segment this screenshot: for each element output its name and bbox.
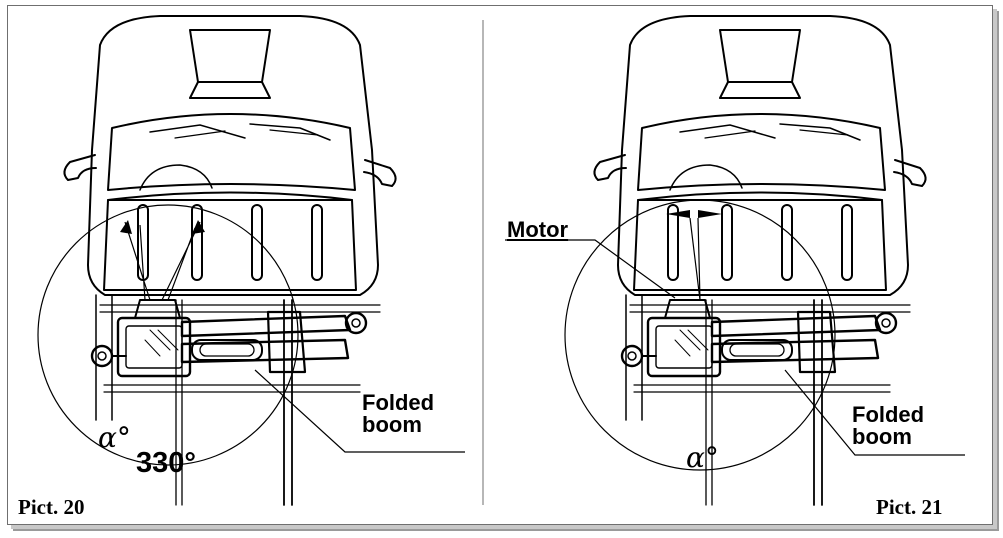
rotation-circle-left	[37, 204, 299, 466]
caption-pict-20: Pict. 20	[18, 495, 85, 519]
caption-pict-21: Pict. 21	[876, 495, 943, 519]
folded-boom-label-right: Folded boom	[852, 404, 924, 448]
callout-line-2: boom	[852, 424, 912, 449]
callout-line-2: boom	[362, 412, 422, 437]
folded-boom-label-left: Folded boom	[362, 392, 434, 436]
rotation-circle-right	[564, 199, 836, 471]
angle-symbol-right: α°	[686, 441, 719, 474]
truck-drawing-left	[37, 14, 465, 507]
angle-arrow-icon	[192, 220, 205, 234]
leader-line-motor	[505, 239, 676, 299]
motor-angle-icon	[666, 210, 722, 218]
angle-arrow-icon	[120, 220, 132, 234]
angle-symbol-left: α°	[98, 421, 131, 454]
figure-frame	[7, 5, 993, 525]
leader-line-folded-boom-left	[254, 369, 465, 453]
motor-label: Motor	[507, 217, 569, 242]
callout-line-1: Folded	[362, 390, 435, 415]
truck-drawing-right	[505, 14, 965, 507]
angle-value: 330°	[136, 447, 196, 479]
callout-line-1: Folded	[852, 402, 925, 427]
leader-line-folded-boom-right	[784, 369, 965, 456]
